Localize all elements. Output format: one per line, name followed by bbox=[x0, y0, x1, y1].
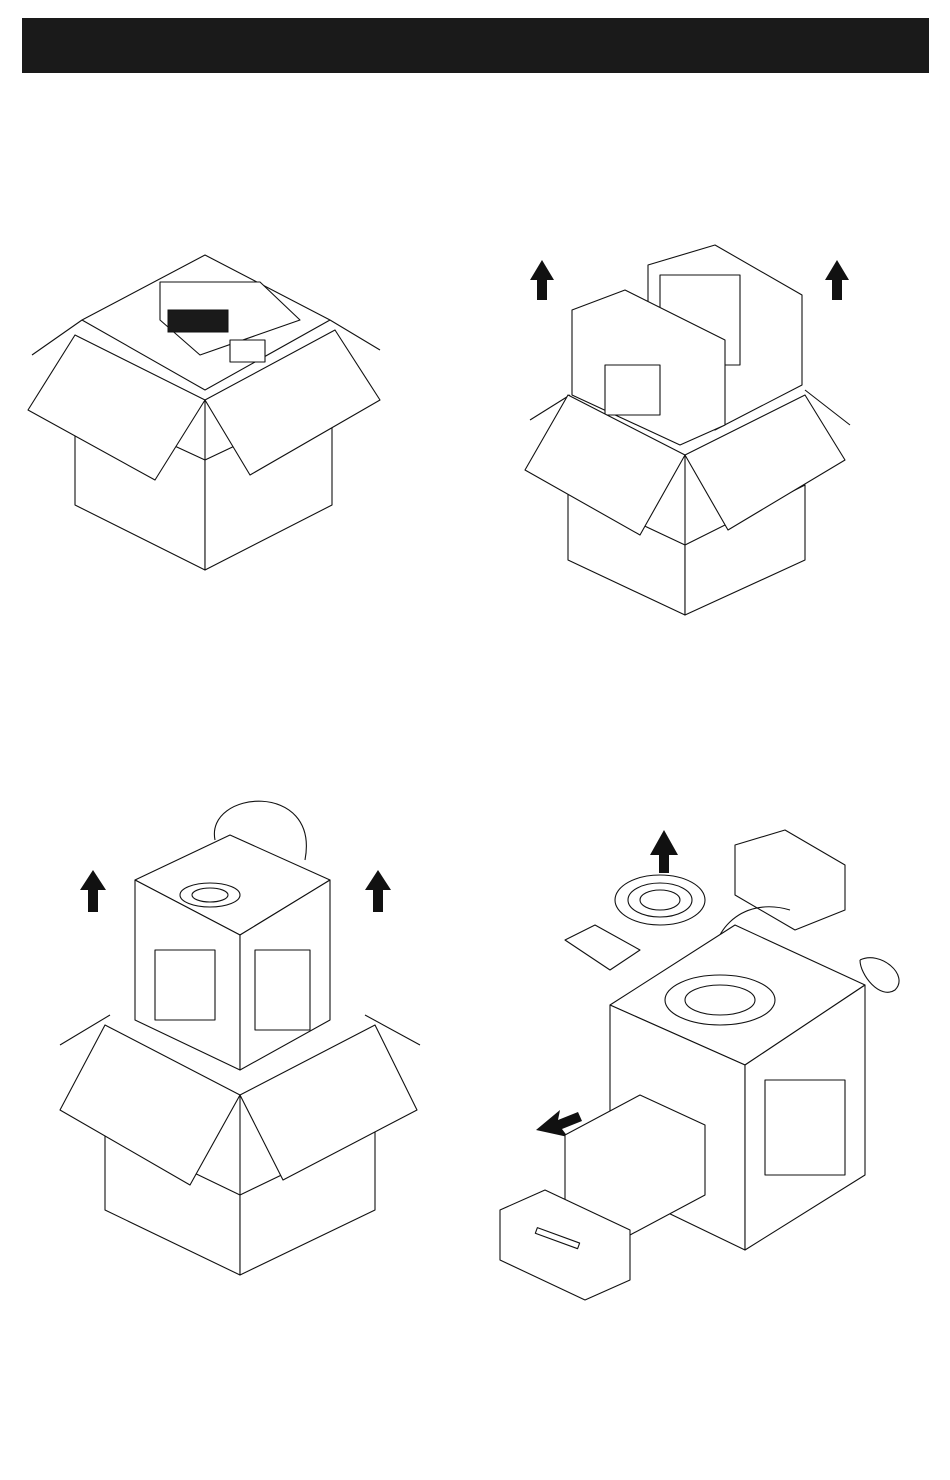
step-1-open-box-illustration bbox=[20, 240, 400, 580]
header-bar bbox=[22, 18, 929, 73]
printer-interior-right bbox=[255, 950, 310, 1030]
power-cable bbox=[860, 958, 899, 993]
printer-interior-left bbox=[155, 950, 215, 1020]
accessory-box bbox=[735, 830, 845, 930]
up-arrow-icon bbox=[650, 830, 678, 873]
up-arrow-icon bbox=[365, 870, 391, 912]
step-3-lift-printer-illustration bbox=[55, 790, 425, 1280]
up-arrow-icon bbox=[530, 260, 554, 300]
step-2-remove-foam-illustration bbox=[520, 245, 880, 625]
accessory-part bbox=[168, 310, 228, 332]
printer-interior-right bbox=[765, 1080, 845, 1175]
foam-block-front-opening bbox=[605, 365, 660, 415]
up-arrow-icon bbox=[80, 870, 106, 912]
step-4-remove-accessories-illustration bbox=[500, 825, 930, 1305]
touchscreen-accessory bbox=[565, 925, 640, 970]
up-arrow-icon bbox=[825, 260, 849, 300]
